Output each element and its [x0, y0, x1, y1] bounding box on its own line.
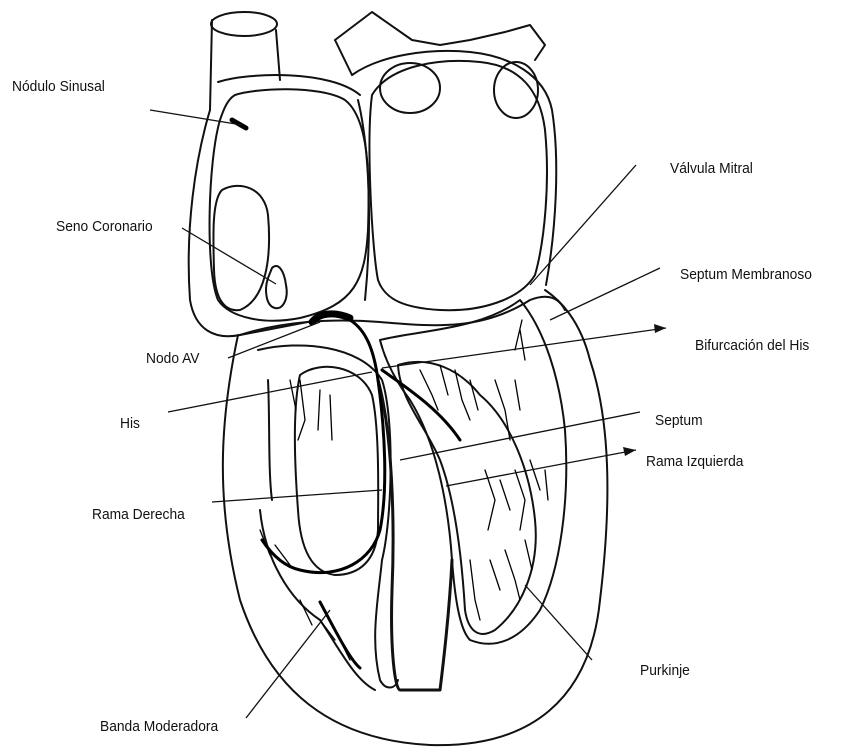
right-atrium-outer — [189, 110, 318, 336]
leader-bifurcacion-his — [382, 328, 666, 368]
arrowhead-rama-izquierda — [623, 447, 636, 456]
label-rama-derecha: Rama Derecha — [92, 506, 185, 524]
leader-septum-membranoso — [550, 268, 660, 320]
arrowhead-bifurcacion-his — [654, 324, 666, 333]
label-rama-izquierda: Rama Izquierda — [646, 453, 743, 471]
label-his: His — [120, 415, 140, 433]
left-ventricle-wall — [380, 300, 566, 644]
left-ventricle-chamber — [398, 362, 536, 634]
superior-vena-cava — [210, 20, 280, 110]
label-purkinje: Purkinje — [640, 662, 690, 680]
leader-seno-coronario — [182, 228, 276, 284]
aorta — [335, 12, 545, 60]
coronary-sinus — [266, 266, 287, 308]
left-bundle-path — [382, 370, 460, 440]
right-atrium-wall — [218, 75, 360, 95]
moderator-band — [320, 602, 360, 668]
right-ventricle-chamber — [295, 367, 378, 575]
rv-lower — [260, 510, 375, 690]
purkinje-fibre-4 — [485, 460, 548, 530]
leader-nodulo-sinusal — [150, 110, 242, 125]
left-atrium-outer — [352, 51, 556, 285]
leader-purkinje — [525, 585, 592, 660]
label-seno-coronario: Seno Coronario — [56, 218, 153, 236]
label-bifurcacion-his: Bifurcación del His — [695, 337, 809, 355]
pulmonary-vein-opening — [380, 63, 440, 113]
label-septum: Septum — [655, 412, 703, 430]
label-banda-moderadora: Banda Moderadora — [100, 718, 218, 736]
purkinje-fibre-5 — [470, 540, 532, 620]
right-bundle-path — [262, 380, 385, 573]
rv-left-trabecula — [268, 380, 272, 500]
aortic-wall — [335, 40, 352, 75]
label-nodulo-sinusal: Nódulo Sinusal — [12, 78, 105, 96]
label-nodo-av: Nodo AV — [146, 350, 199, 368]
left-atrium-chamber — [370, 61, 547, 310]
leader-banda-moderadora — [246, 610, 330, 718]
purkinje-fibre-3 — [495, 320, 525, 440]
label-septum-membranoso: Septum Membranoso — [680, 266, 812, 284]
interatrial-septum — [358, 100, 369, 300]
purkinje-fibre-2 — [420, 365, 478, 420]
right-ventricle-wall — [258, 345, 398, 687]
superior-vena-cava-opening — [211, 12, 277, 36]
leader-his — [168, 372, 372, 412]
fossa-ovalis — [213, 186, 269, 310]
label-valvula-mitral: Válvula Mitral — [670, 160, 753, 178]
leader-nodo-av — [228, 322, 320, 358]
purkinje-fibre — [290, 380, 332, 440]
